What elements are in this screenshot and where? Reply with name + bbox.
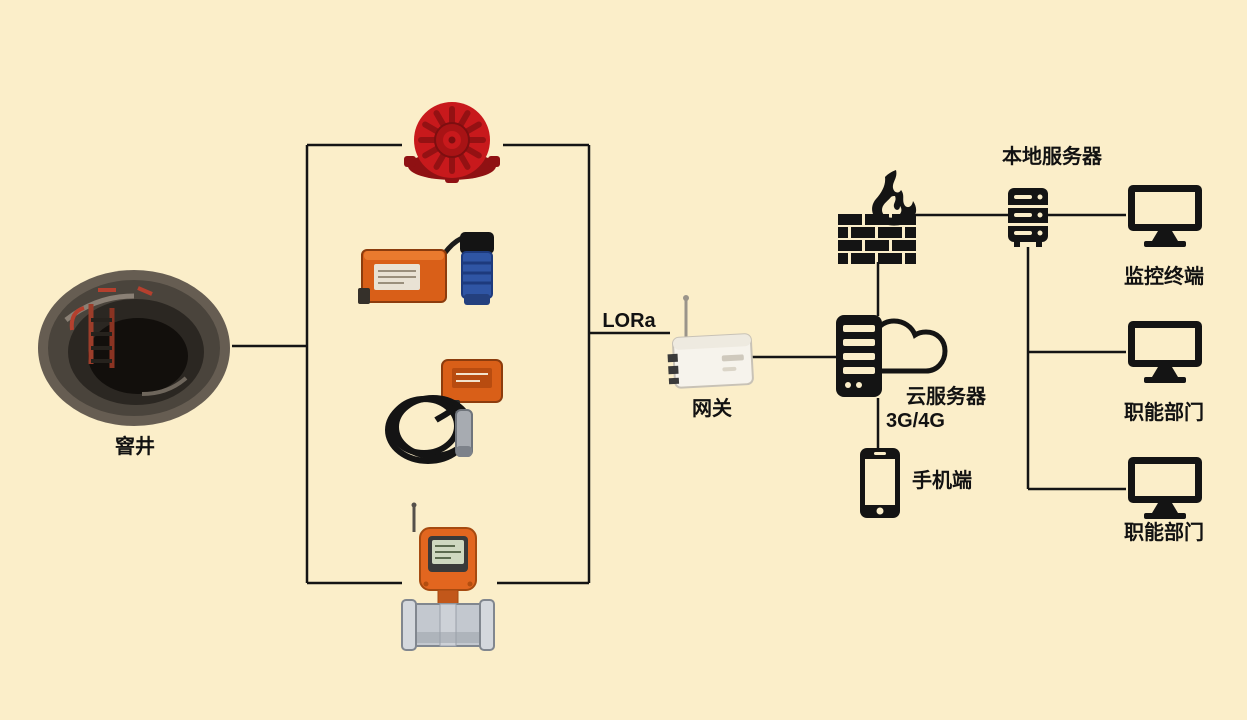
- lora-gateway-icon: [666, 292, 758, 396]
- cloud-server-label: 云服务器: [906, 386, 986, 408]
- monitor-icon: [1126, 319, 1204, 385]
- firewall-icon: [838, 170, 922, 270]
- local-server-label: 本地服务器: [1002, 146, 1102, 168]
- electromagnetic-flowmeter-icon: [398, 502, 498, 658]
- monitor-icon: [1126, 183, 1204, 249]
- phone-label: 手机端: [912, 470, 972, 492]
- gateway-label: 网关: [692, 398, 732, 420]
- ultrasonic-level-sensor-icon: [356, 224, 508, 318]
- cloud-server-icon: [830, 303, 955, 401]
- monitor-icon: [1126, 455, 1204, 521]
- submersible-level-transmitter-icon: [378, 356, 508, 472]
- alarm-siren-icon: [402, 100, 502, 186]
- dept-label-2: 职能部门: [1124, 522, 1204, 544]
- mobile-link-label: 3G/4G: [886, 410, 945, 432]
- smartphone-icon: [858, 446, 902, 520]
- monitor-terminal-label: 监控终端: [1124, 266, 1204, 288]
- dept-label-1: 职能部门: [1124, 402, 1204, 424]
- lora-link-label: LORa: [602, 310, 656, 332]
- server-rack-icon: [1006, 186, 1050, 248]
- manhole-photo: [36, 268, 232, 428]
- manhole-label: 窨井: [115, 436, 155, 458]
